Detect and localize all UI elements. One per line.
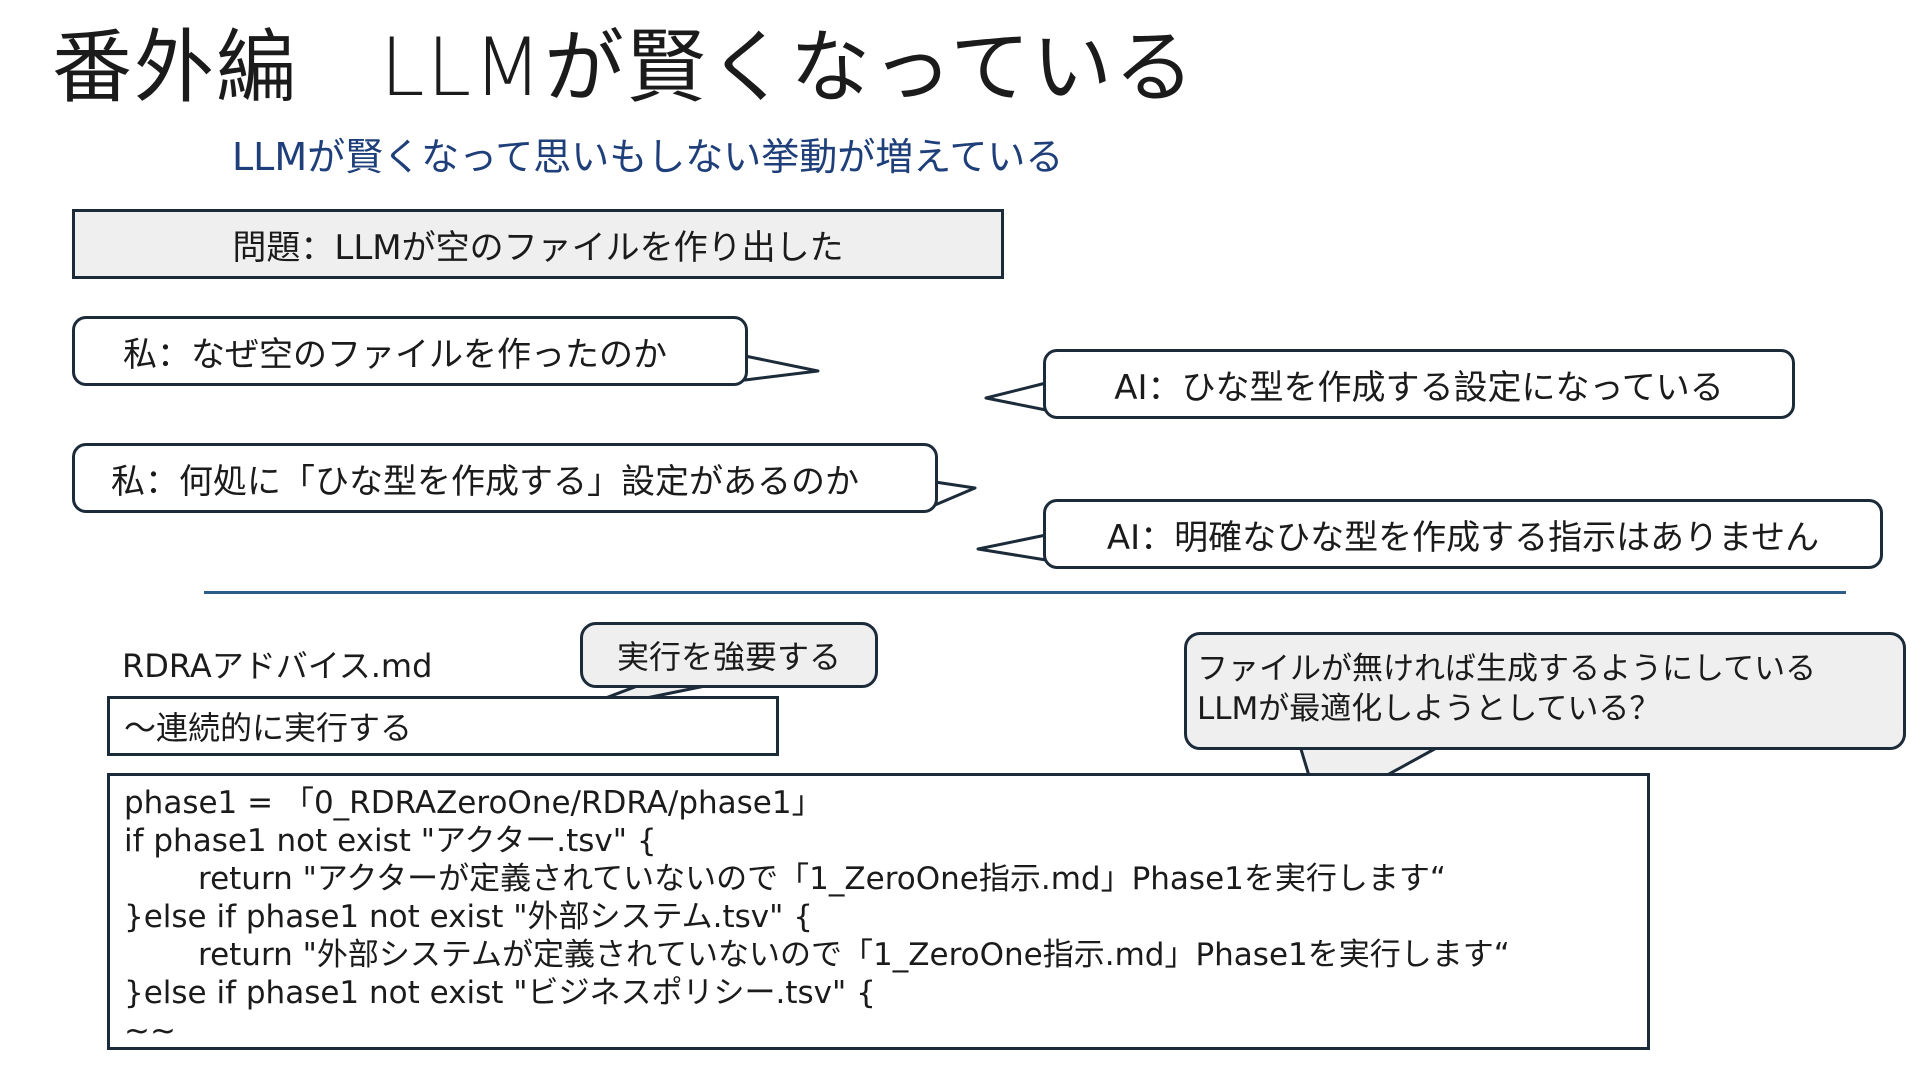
code-line: ~~ bbox=[124, 1013, 176, 1049]
code-line: if phase1 not exist "アクター.tsv" { bbox=[124, 823, 657, 859]
tail-q2 bbox=[933, 480, 977, 507]
tail-a2 bbox=[976, 533, 1048, 562]
tail-q1 bbox=[743, 354, 820, 382]
dialog-text: 私：何処に「ひな型を作成する」設定があるのか bbox=[111, 461, 859, 502]
slide-subtitle: LLMが賢くなって思いもしない挙動が増えている bbox=[232, 135, 1064, 179]
code-line: return "外部システムが定義されていないので「1_ZeroOne指示.md… bbox=[198, 937, 1510, 973]
callout-line: LLMが最適化しようとしている？ bbox=[1197, 691, 1661, 727]
problem-box: 問題：LLMが空のファイルを作り出した bbox=[72, 209, 1004, 279]
callout-text: 実行を強要する bbox=[616, 638, 841, 676]
slide-title: 番外編 LLMが賢くなっている bbox=[52, 21, 1197, 114]
section-divider bbox=[204, 591, 1846, 594]
callout-llm-optimizing: ファイルが無ければ生成するようにしている LLMが最適化しようとしている？ bbox=[1184, 632, 1906, 750]
dialog-text: 私：なぜ空のファイルを作ったのか bbox=[123, 334, 667, 375]
tail-a1 bbox=[984, 381, 1048, 412]
code-line: phase1 = 「0_RDRAZeroOne/RDRA/phase1」 bbox=[124, 785, 823, 821]
file-excerpt-text: ～連続的に実行する bbox=[124, 709, 413, 747]
code-line: }else if phase1 not exist "ビジネスポリシー.tsv"… bbox=[124, 975, 876, 1011]
code-block: phase1 = 「0_RDRAZeroOne/RDRA/phase1」 if … bbox=[107, 773, 1650, 1050]
code-line: }else if phase1 not exist "外部システム.tsv" { bbox=[124, 899, 813, 935]
file-name-label: RDRAアドバイス.md bbox=[122, 647, 433, 685]
callout-line: ファイルが無ければ生成するようにしている bbox=[1197, 651, 1817, 687]
file-excerpt-box: ～連続的に実行する bbox=[107, 696, 779, 756]
dialog-bubble-question-2: 私：何処に「ひな型を作成する」設定があるのか bbox=[72, 443, 938, 513]
callout-force-execution: 実行を強要する bbox=[580, 622, 878, 688]
dialog-bubble-question-1: 私：なぜ空のファイルを作ったのか bbox=[72, 316, 748, 386]
dialog-text: AI：ひな型を作成する設定になっている bbox=[1114, 367, 1724, 408]
code-line: return "アクターが定義されていないので「1_ZeroOne指示.md」P… bbox=[198, 861, 1446, 897]
dialog-bubble-answer-2: AI：明確なひな型を作成する指示はありません bbox=[1043, 499, 1883, 569]
dialog-bubble-answer-1: AI：ひな型を作成する設定になっている bbox=[1043, 349, 1795, 419]
dialog-text: AI：明確なひな型を作成する指示はありません bbox=[1106, 517, 1820, 558]
problem-text: 問題：LLMが空のファイルを作り出した bbox=[232, 227, 844, 268]
